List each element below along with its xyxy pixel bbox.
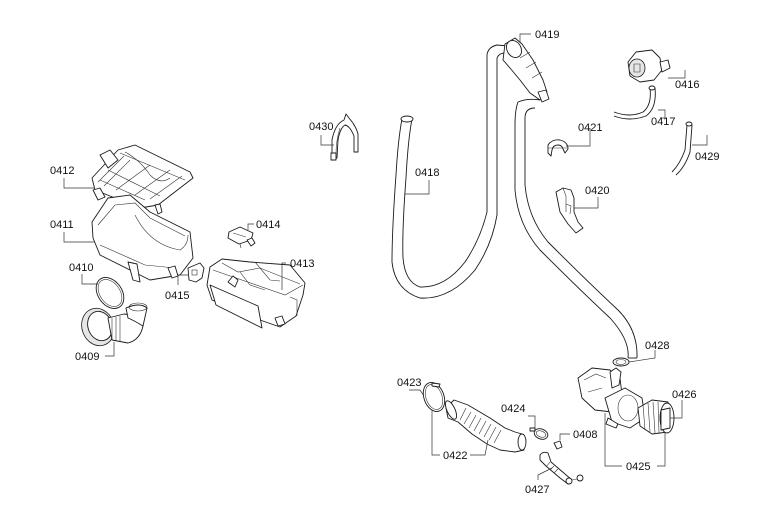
part-0427-emergency-hose[interactable] bbox=[539, 451, 584, 485]
leader-lines bbox=[63, 33, 708, 480]
label-0419[interactable]: 0419 bbox=[535, 29, 559, 41]
leader-0418 bbox=[405, 180, 430, 195]
label-0415[interactable]: 0415 bbox=[165, 290, 189, 302]
part-labels: 0412 0411 0410 0409 0415 0414 0413 0430 … bbox=[50, 29, 719, 496]
leader-0409 bbox=[105, 342, 115, 357]
leader-0408 bbox=[559, 433, 570, 440]
part-0414-siphon-cap[interactable] bbox=[227, 226, 256, 249]
part-0420-hose-holder[interactable] bbox=[555, 187, 584, 234]
leader-0424 bbox=[528, 415, 536, 428]
label-0412[interactable]: 0412 bbox=[50, 165, 74, 177]
label-0413[interactable]: 0413 bbox=[290, 258, 314, 270]
part-0417-pressure-hose[interactable] bbox=[613, 85, 656, 120]
label-0430[interactable]: 0430 bbox=[309, 121, 333, 133]
leader-0417 bbox=[658, 109, 666, 119]
label-0408[interactable]: 0408 bbox=[573, 429, 597, 441]
part-0419-hose-connector[interactable] bbox=[486, 37, 638, 359]
label-0409[interactable]: 0409 bbox=[75, 351, 99, 363]
part-0416-pressure-switch[interactable] bbox=[627, 49, 671, 83]
leader-0425 bbox=[604, 413, 666, 467]
part-0412-dispenser-cover[interactable] bbox=[91, 144, 194, 215]
label-0427[interactable]: 0427 bbox=[525, 484, 549, 496]
leader-0419 bbox=[519, 33, 531, 42]
label-0420[interactable]: 0420 bbox=[585, 185, 609, 197]
part-0411-dispenser-housing[interactable] bbox=[91, 194, 194, 283]
leader-0412 bbox=[63, 178, 95, 189]
part-0424-hose-clamp[interactable] bbox=[529, 427, 549, 441]
leader-0410 bbox=[81, 274, 98, 285]
part-0415-clip[interactable] bbox=[187, 262, 205, 283]
leader-0416 bbox=[668, 70, 686, 79]
part-0409-elbow-connector[interactable] bbox=[76, 302, 148, 350]
leader-0422 bbox=[431, 410, 489, 456]
part-0422-drain-hose[interactable] bbox=[443, 399, 527, 453]
leader-0421 bbox=[566, 128, 591, 147]
part-0413-detergent-drawer[interactable] bbox=[206, 258, 306, 329]
part-0408-clip[interactable] bbox=[553, 440, 563, 450]
part-0410-sealing-ring[interactable] bbox=[90, 272, 129, 314]
leader-0413 bbox=[281, 262, 286, 290]
label-0428[interactable]: 0428 bbox=[645, 340, 669, 352]
label-0426[interactable]: 0426 bbox=[672, 389, 696, 401]
leader-0426 bbox=[670, 400, 683, 419]
part-0423-hose-clamp[interactable] bbox=[419, 379, 448, 414]
leader-0430 bbox=[320, 135, 334, 146]
part-0429-hose[interactable] bbox=[671, 121, 693, 176]
label-0424[interactable]: 0424 bbox=[501, 403, 525, 415]
part-0430-hose-clip[interactable] bbox=[330, 113, 359, 161]
leader-0423 bbox=[409, 389, 425, 397]
part-0421-clip[interactable] bbox=[547, 139, 569, 157]
part-0418-hose[interactable] bbox=[391, 55, 498, 299]
part-0428-hose-clamp[interactable] bbox=[612, 357, 630, 367]
leader-0415 bbox=[177, 274, 188, 285]
leader-0427 bbox=[537, 467, 553, 480]
label-0417[interactable]: 0417 bbox=[651, 116, 675, 128]
label-0425[interactable]: 0425 bbox=[626, 461, 650, 473]
label-0411[interactable]: 0411 bbox=[50, 219, 74, 231]
part-0426-pump-filter[interactable] bbox=[637, 399, 675, 435]
label-0418[interactable]: 0418 bbox=[415, 167, 439, 179]
label-0429[interactable]: 0429 bbox=[695, 151, 719, 163]
label-0422[interactable]: 0422 bbox=[443, 450, 467, 462]
label-0410[interactable]: 0410 bbox=[69, 262, 93, 274]
leader-0414 bbox=[247, 223, 254, 230]
label-0423[interactable]: 0423 bbox=[397, 377, 421, 389]
part-0425-drain-pump[interactable] bbox=[577, 367, 646, 429]
label-0416[interactable]: 0416 bbox=[675, 79, 699, 91]
leader-0411 bbox=[63, 232, 95, 243]
leader-0428 bbox=[628, 350, 656, 363]
label-0414[interactable]: 0414 bbox=[256, 219, 280, 231]
leader-0420 bbox=[574, 197, 599, 209]
label-0421[interactable]: 0421 bbox=[578, 122, 602, 134]
leader-0429 bbox=[692, 135, 708, 146]
